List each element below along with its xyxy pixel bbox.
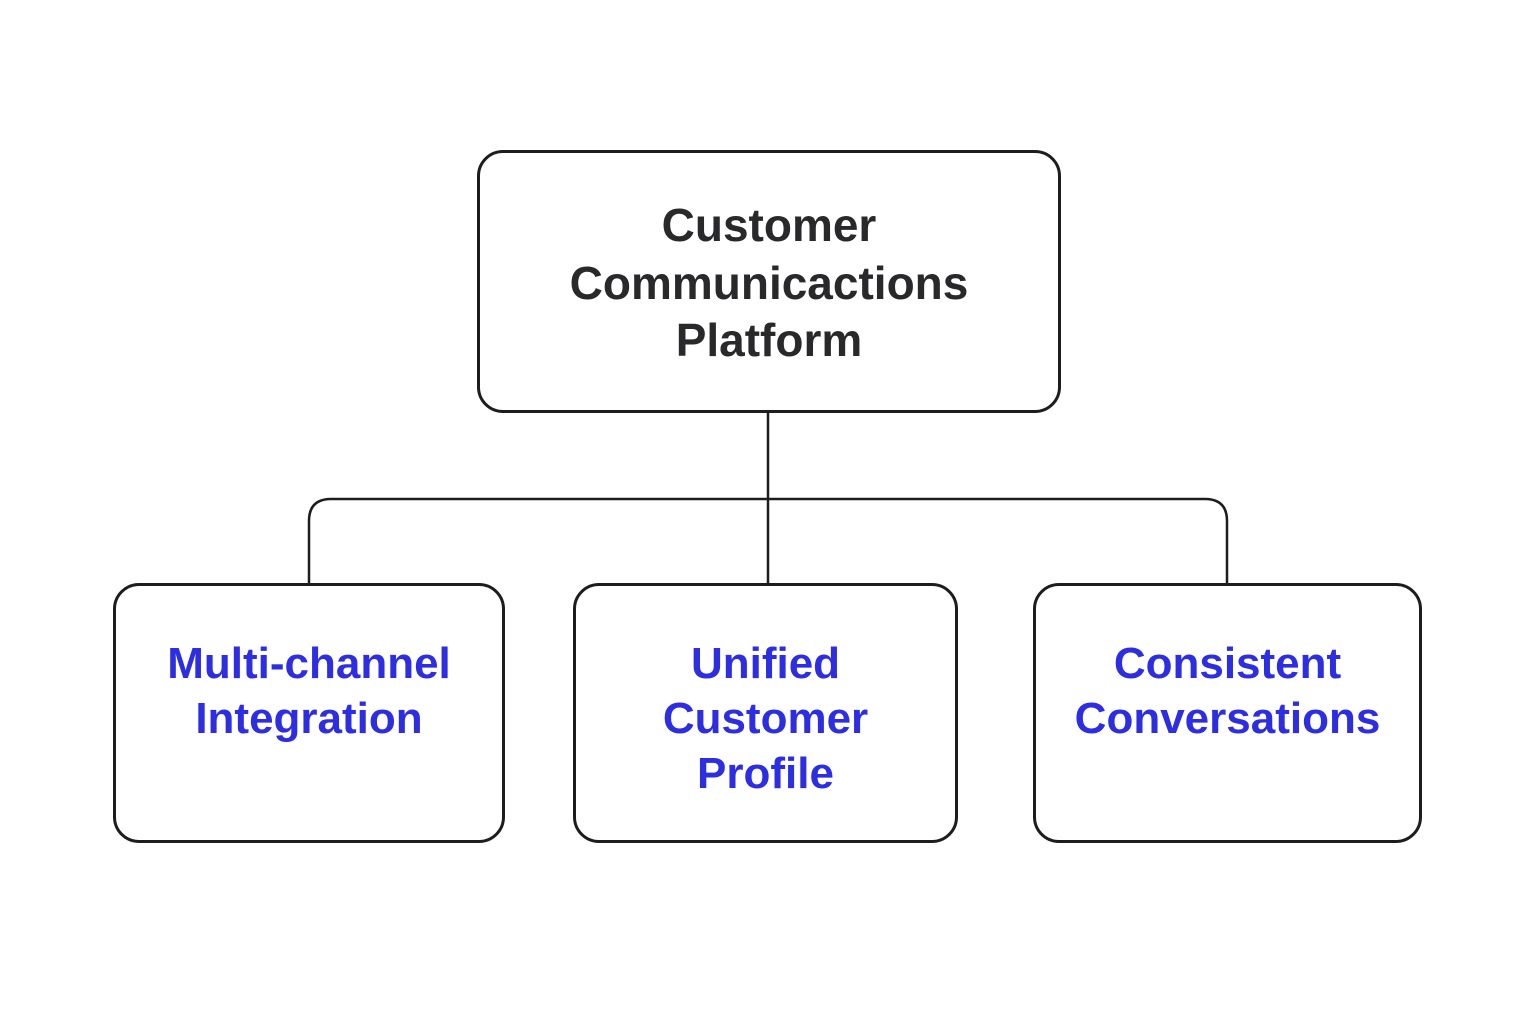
node-label: Multi-channel Integration bbox=[167, 639, 451, 743]
node-consistent-conversations: Consistent Conversations bbox=[1033, 583, 1422, 843]
connector-rail-to-side-children bbox=[307, 497, 1229, 583]
node-multi-channel-integration: Multi-channel Integration bbox=[113, 583, 505, 843]
node-label: Customer Communicactions Platform bbox=[569, 199, 969, 366]
node-unified-customer-profile: Unified Customer Profile bbox=[573, 583, 958, 843]
node-customer-communications-platform: Customer Communicactions Platform bbox=[477, 150, 1061, 413]
node-label: Unified Customer Profile bbox=[662, 639, 869, 798]
node-label: Consistent Conversations bbox=[1074, 639, 1381, 743]
